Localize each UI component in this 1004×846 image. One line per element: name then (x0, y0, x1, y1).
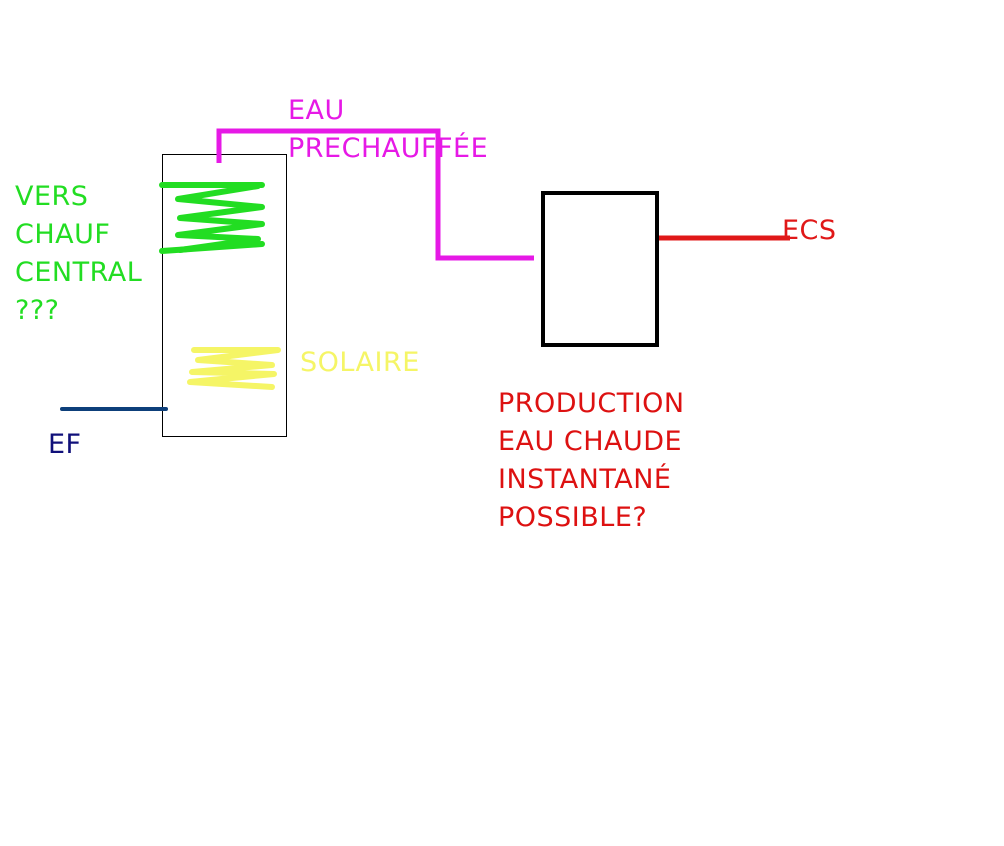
central-heating-coil (159, 182, 265, 254)
preheated-water-pipe (216, 128, 534, 261)
preheated-water-label-line: PRECHAUFFÉE (288, 133, 489, 164)
storage-tank (162, 154, 287, 437)
central-heating-label-line: CHAUF (15, 219, 111, 250)
dhw-label: ECS (782, 215, 837, 246)
preheated-water-label-line: EAU (288, 95, 345, 126)
central-heating-label-line: VERS (15, 181, 89, 212)
cold-water-label: EF (48, 429, 82, 460)
instant-production-label-line: EAU CHAUDE (498, 426, 683, 457)
central-heating-label-line: CENTRAL (15, 257, 143, 288)
central-heating-label-line: ??? (15, 295, 60, 326)
instant-production-label-line: PRODUCTION (498, 388, 685, 419)
central-heating-label: VERS CHAUF CENTRAL ??? (15, 178, 142, 330)
solar-coil (187, 347, 281, 390)
instant-water-heater (541, 191, 659, 347)
instant-production-label-line: POSSIBLE? (498, 502, 648, 533)
preheated-water-label: EAU PRECHAUFFÉE (288, 92, 488, 168)
instant-production-label-line: INSTANTANÉ (498, 464, 672, 495)
instant-production-label: PRODUCTION EAU CHAUDE INSTANTANÉ POSSIBL… (498, 385, 685, 537)
solar-label: SOLAIRE (300, 347, 420, 378)
